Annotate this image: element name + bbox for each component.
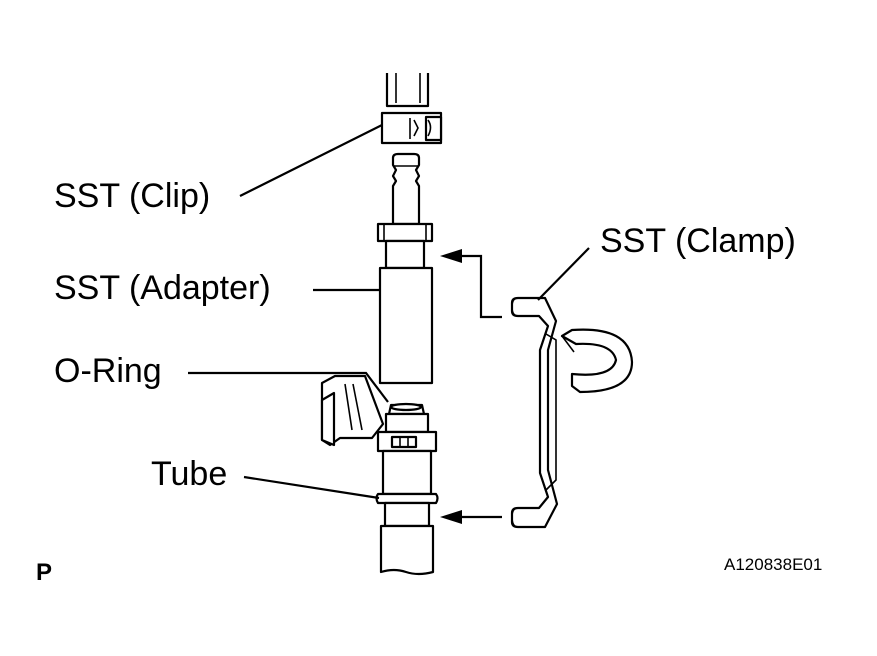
oring-label: O-Ring: [54, 352, 162, 390]
oring-leader: [188, 371, 389, 403]
sst-clamp: [510, 296, 634, 529]
clamp-label: SST (Clamp): [600, 222, 796, 260]
tube-label: Tube: [151, 455, 227, 493]
clip-label: SST (Clip): [54, 177, 210, 215]
clamp-upper-arrow: [440, 249, 502, 319]
figure-id: A120838E01: [724, 555, 822, 574]
fuel-injector: [320, 374, 439, 576]
tube-leader: [243, 475, 380, 500]
view-letter: P: [36, 559, 52, 586]
adapter-label: SST (Adapter): [54, 269, 271, 307]
clamp-lower-arrow: [440, 510, 502, 524]
clamp-leader: [537, 247, 590, 301]
clip-leader: [239, 124, 383, 197]
fuel-hose-top: [385, 73, 430, 108]
sst-clip: [380, 111, 443, 145]
sst-adapter: [376, 152, 434, 385]
